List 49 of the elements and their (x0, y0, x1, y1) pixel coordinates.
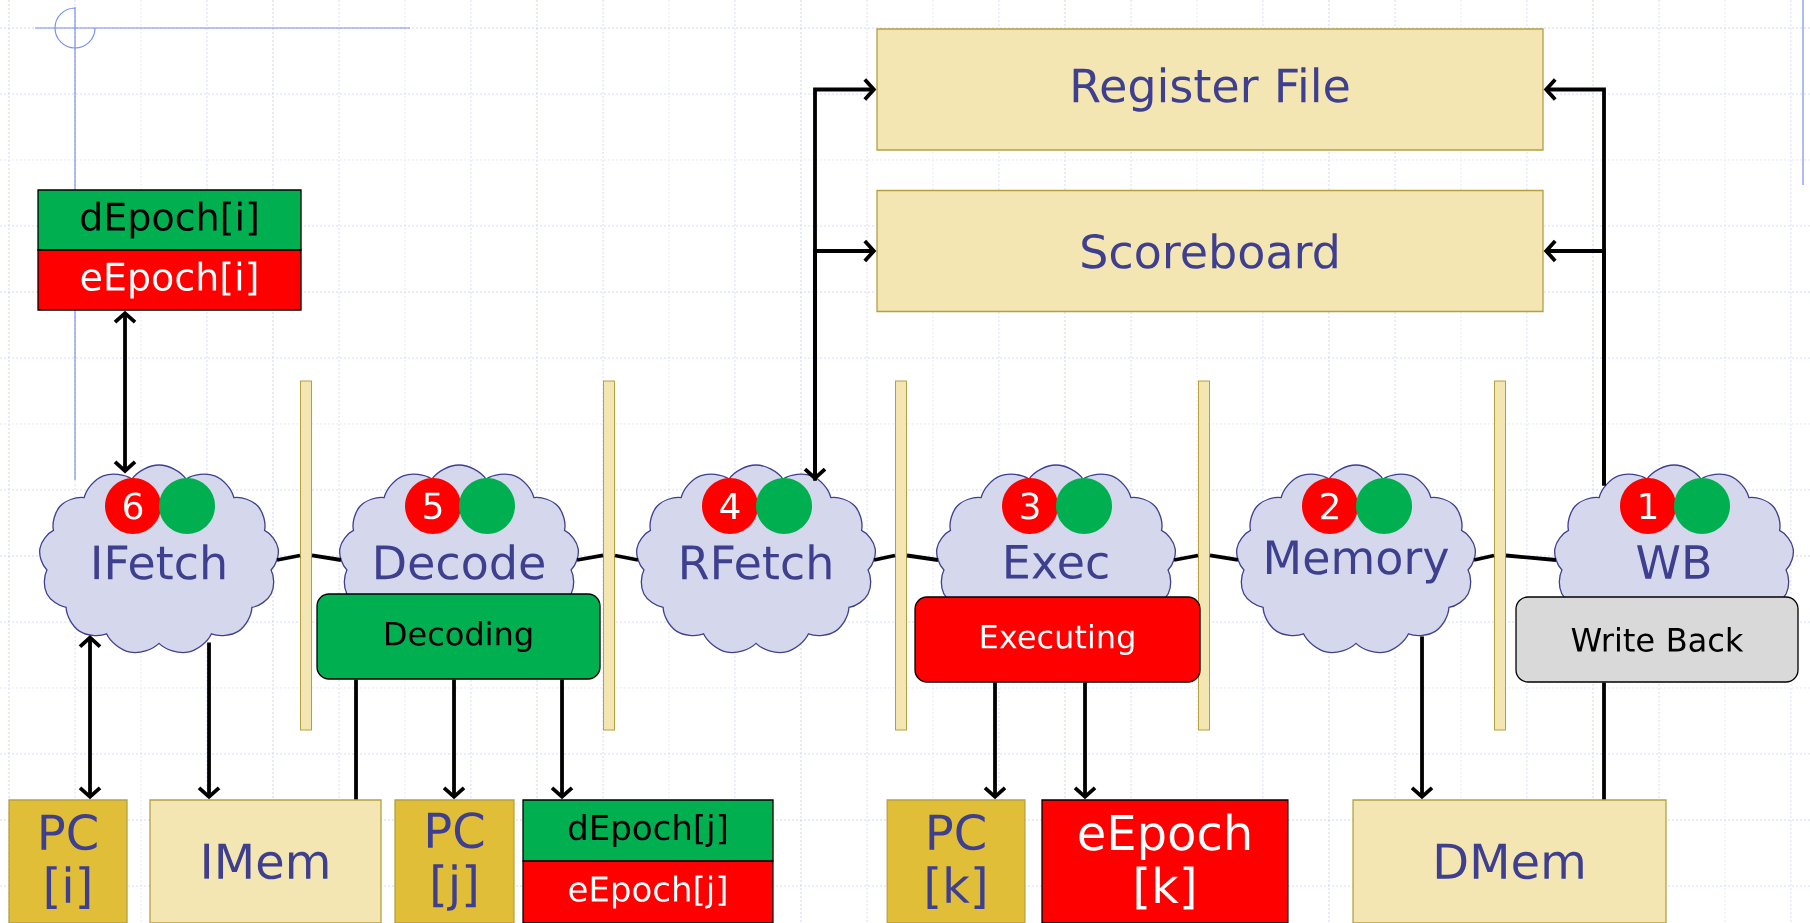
register-box: PC [i] (8, 799, 128, 923)
status-dot (1056, 478, 1112, 534)
epoch-box: dEpoch[j] (522, 799, 774, 862)
pipeline-register-bar (300, 380, 312, 731)
status-dot (1674, 478, 1730, 534)
stage-label-box: Write Back (1515, 596, 1799, 683)
connector-line (1602, 682, 1606, 800)
arrow (113, 310, 137, 474)
register-box: PC [k] (886, 799, 1026, 923)
stage-label-box: Executing (914, 596, 1201, 683)
status-dot (159, 478, 215, 534)
epoch-box: eEpoch[j] (522, 860, 774, 923)
connector-line (614, 553, 639, 562)
pipeline-register-bar (895, 380, 907, 731)
storage-box: Register File (876, 28, 1544, 151)
connector-line (1173, 553, 1199, 562)
connector-line (311, 553, 342, 562)
arrow (197, 642, 221, 800)
status-dot (1356, 478, 1412, 534)
connector-line (354, 679, 358, 800)
status-dot (459, 478, 515, 534)
storage-box: Scoreboard (876, 189, 1544, 313)
connector-line (276, 553, 301, 562)
connector-line (1473, 553, 1495, 562)
arrow (1410, 636, 1434, 800)
connector-line (1505, 553, 1557, 562)
epoch-box: eEpoch[i] (37, 249, 302, 311)
arrow (1543, 239, 1606, 486)
arrow (550, 679, 574, 800)
epoch-box: eEpoch [k] (1041, 799, 1289, 923)
connector-line (873, 553, 896, 562)
connector-line (906, 553, 939, 562)
arrow (983, 682, 1007, 800)
register-box: PC [j] (394, 799, 515, 923)
pipeline-register-bar (603, 380, 615, 731)
arrow (78, 635, 102, 800)
pipeline-register-bar (1198, 380, 1210, 731)
connector-line (1209, 553, 1239, 562)
storage-box: DMem (1352, 799, 1667, 923)
stage-label-box: Decoding (316, 593, 601, 680)
arrow (1073, 682, 1097, 800)
pipeline-register-bar (1494, 380, 1506, 731)
storage-box: IMem (149, 799, 382, 923)
epoch-box: dEpoch[i] (37, 189, 302, 251)
connector-line (576, 553, 604, 562)
arrow (803, 78, 877, 481)
arrow (442, 679, 466, 800)
arrow (813, 239, 877, 481)
status-dot (756, 478, 812, 534)
